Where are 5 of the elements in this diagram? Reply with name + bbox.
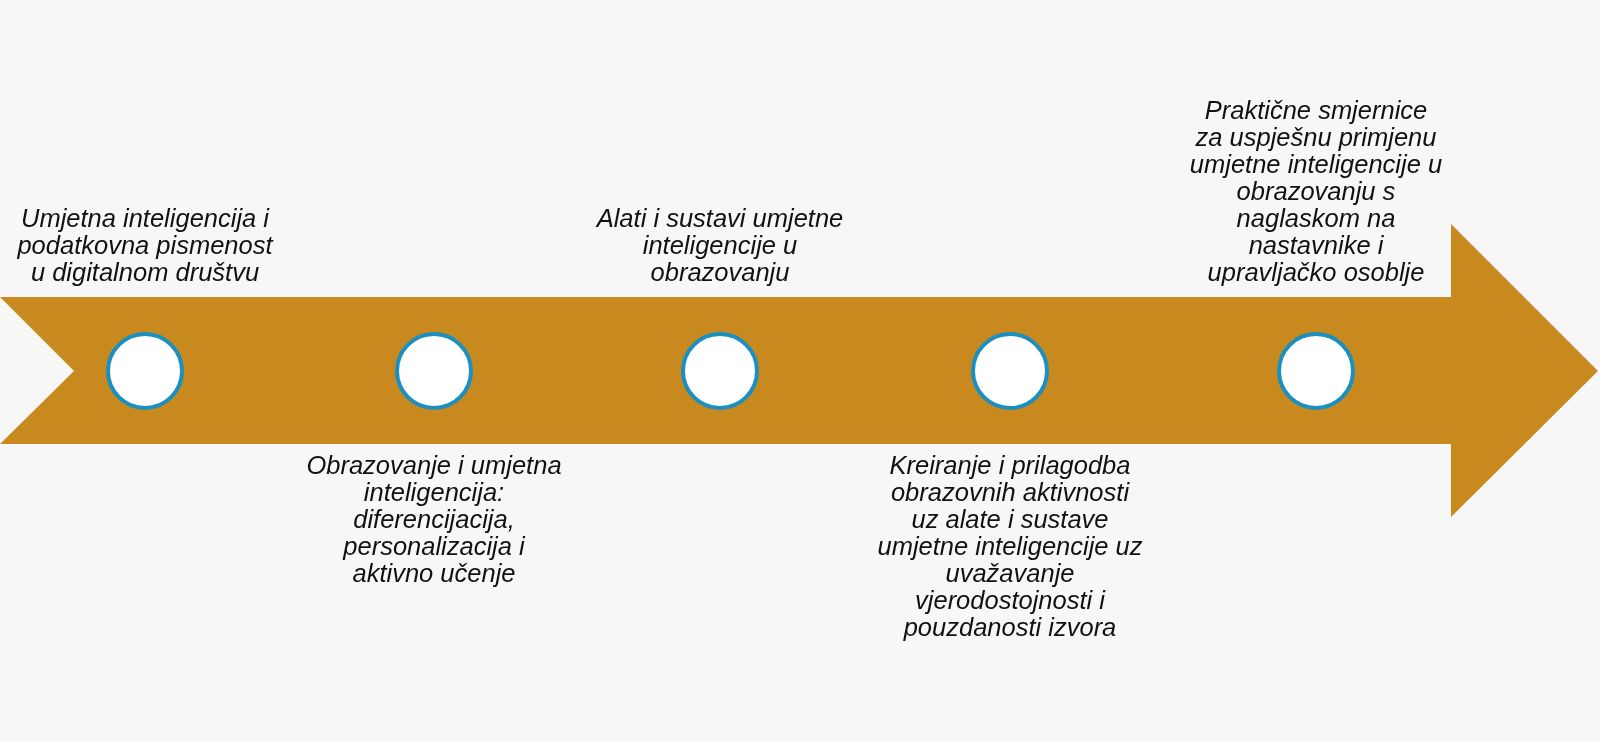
- milestone-label: Obrazovanje i umjetna inteligencija: diferencijacija, personalizacija i aktivno učenje: [306, 452, 562, 587]
- milestone-label: Praktične smjernice za uspješnu primjenu umjetne inteligencije u obrazovanju s naglaskom na nastavnike i upravljačko osoblje: [1188, 97, 1444, 286]
- milestone-label: Alati i sustavi umjetne inteligencije u obrazovanju: [594, 205, 845, 286]
- milestone-label: Kreiranje i prilagodba obrazovnih aktivnosti uz alate i sustave umjetne inteligencije uz uvažavanje vjerodostojnosti i pouzdanosti izvora: [877, 452, 1143, 641]
- milestone-label: Umjetna inteligencija i podatkovna pismenost u digitalnom društvu: [16, 205, 275, 286]
